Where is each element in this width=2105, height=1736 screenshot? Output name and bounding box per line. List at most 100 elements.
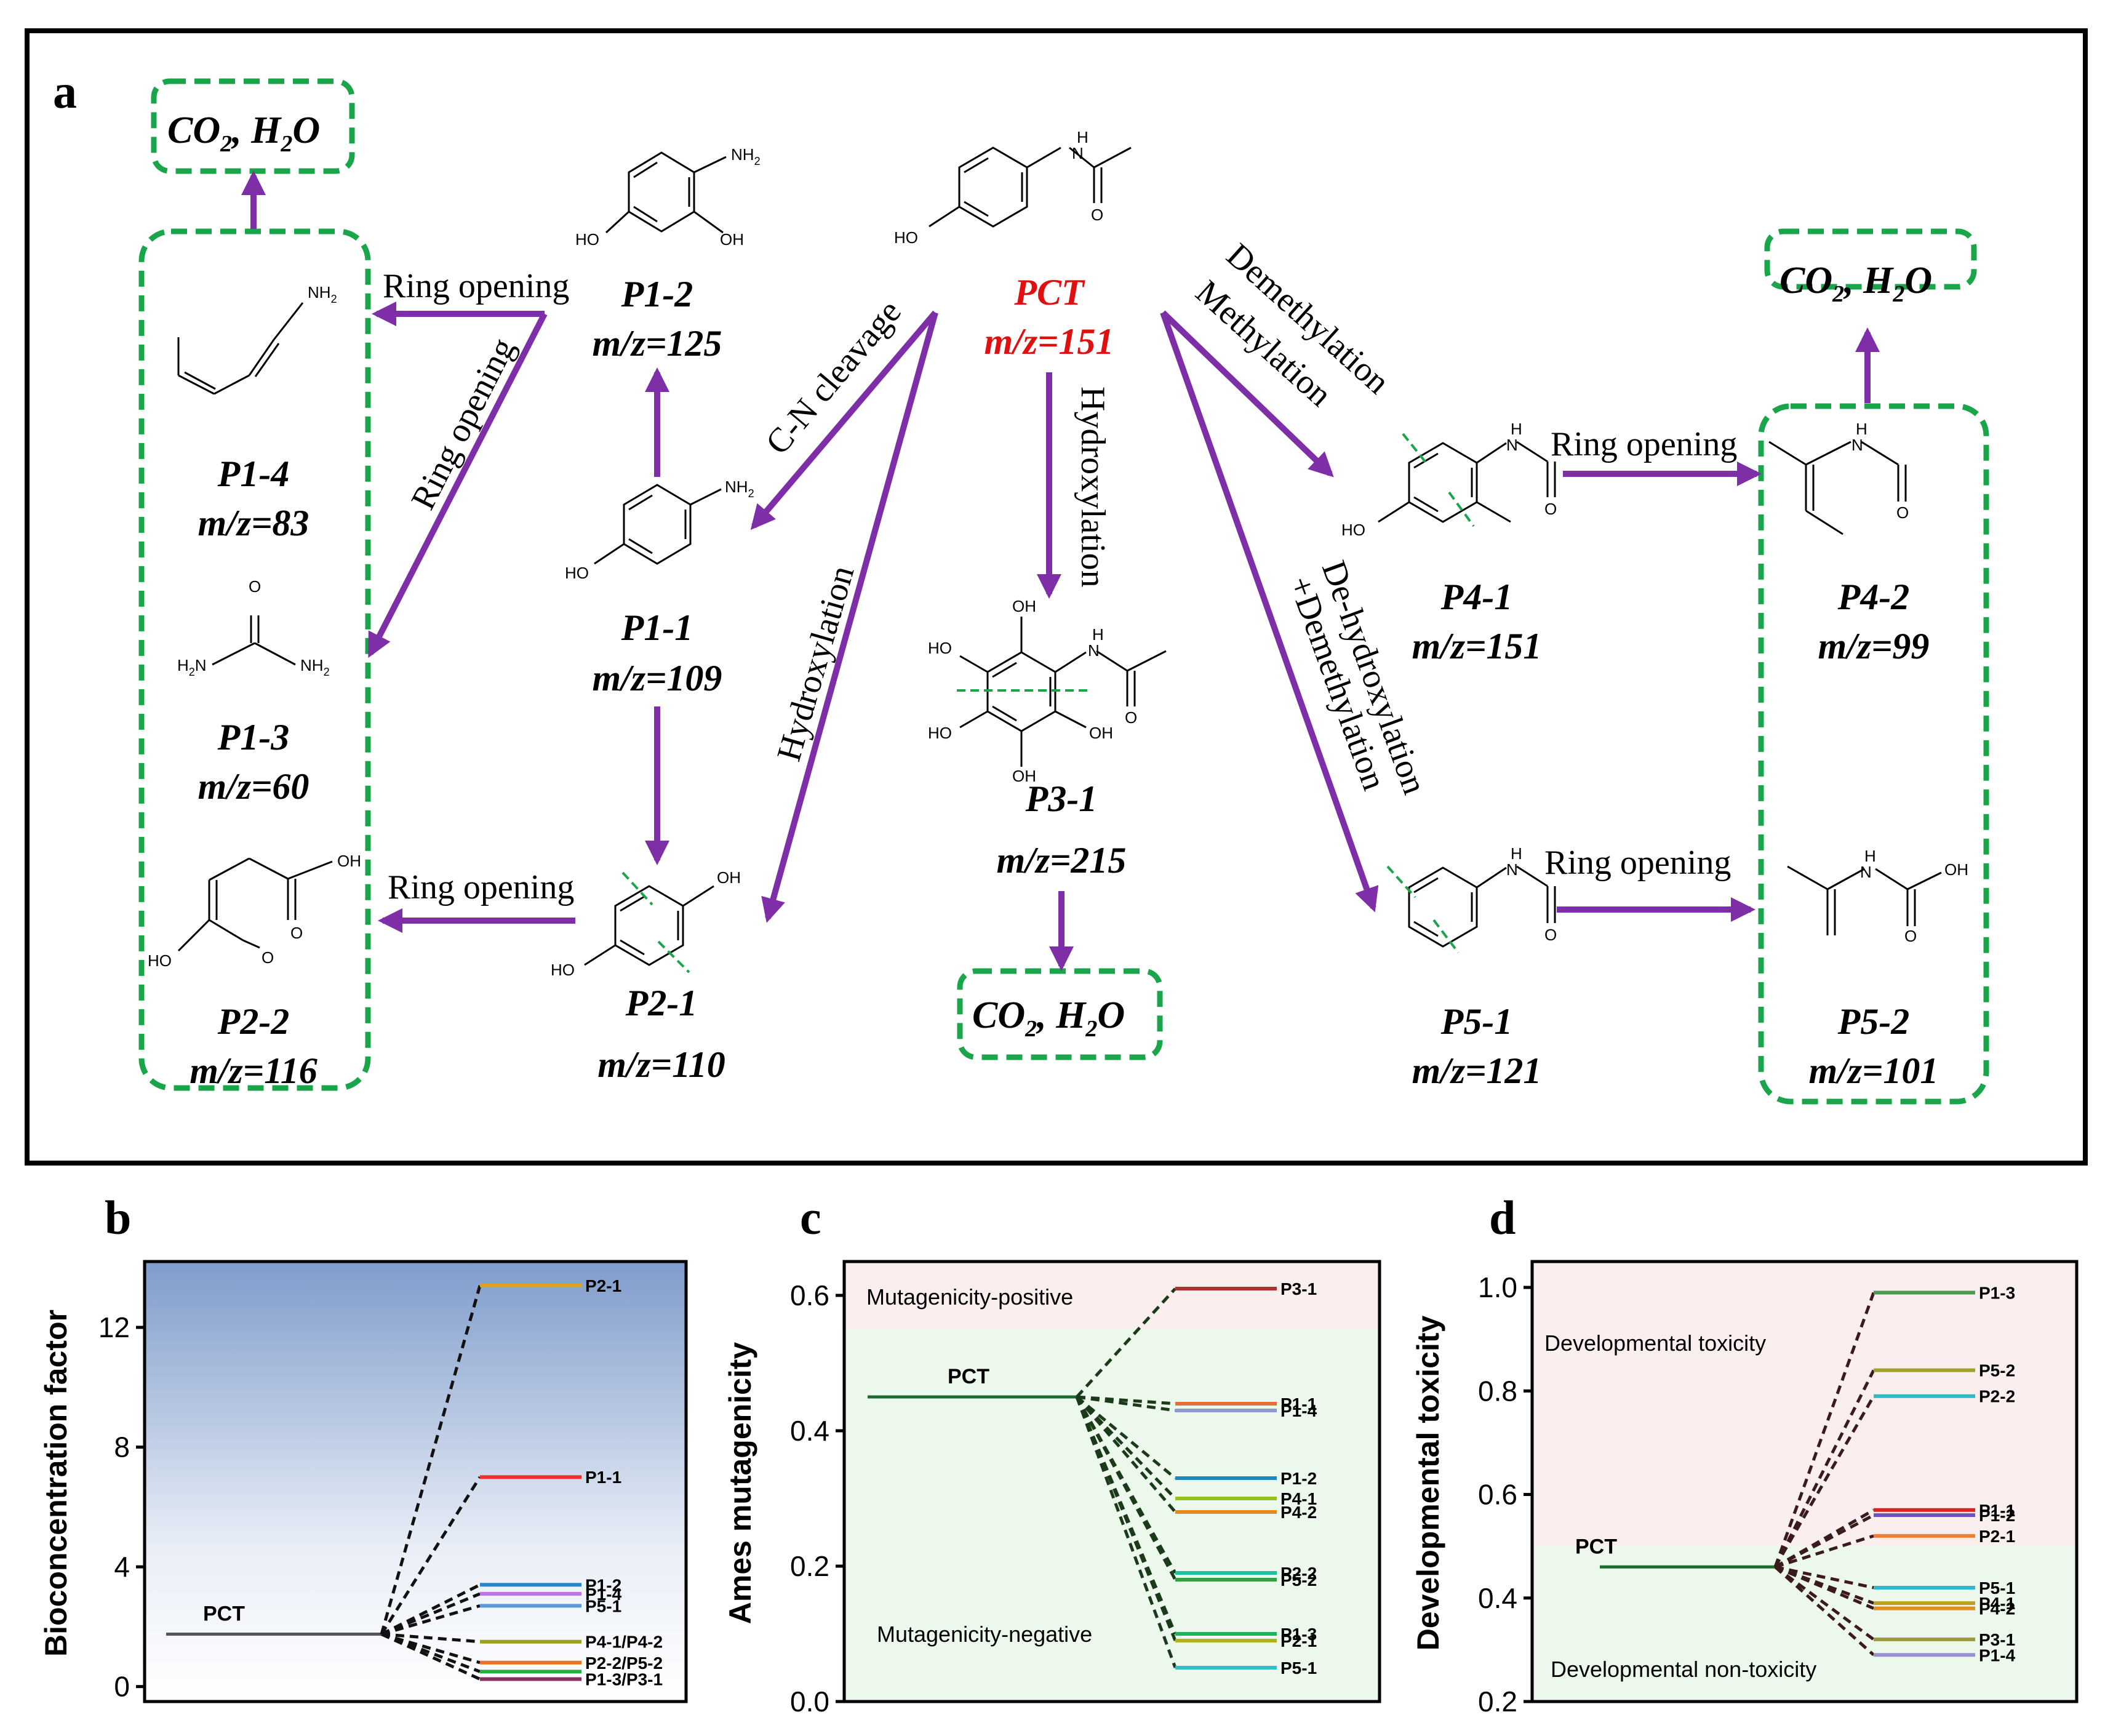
panel-letter-b: b: [105, 1191, 131, 1244]
p2-2-name: P2-2: [217, 1001, 290, 1042]
p1-3-atom-nh2: NH2: [300, 656, 330, 678]
chart-b-frame: [143, 1260, 688, 1703]
connector-p5-1: [1775, 1565, 1874, 1590]
p1-3-atom-o: O: [249, 577, 261, 596]
level-label-p1-4: P1-4: [1280, 1401, 1317, 1420]
panel-letter-c: c: [800, 1191, 821, 1244]
connector-p3-1: [1076, 1287, 1176, 1398]
connector-p4-1: [1076, 1396, 1176, 1500]
connector-p4-1-p4-2: [381, 1633, 481, 1644]
connector-p2-1: [1775, 1534, 1874, 1569]
p3-1-name: P3-1: [1025, 778, 1098, 819]
label-ring-opening-5: Ring opening: [1544, 844, 1731, 882]
ring-opened-products-box-left: [138, 228, 371, 1091]
p2-1-atom-oh: OH: [717, 868, 741, 887]
y-tick-label: 0.8: [1478, 1375, 1517, 1407]
arrow-ring-opening-to-p1-3: [367, 312, 548, 658]
p2-1-atom-ho: HO: [551, 961, 575, 979]
p1-4-atom-nh2: NH2: [308, 283, 337, 305]
pct-atom-o: O: [1091, 206, 1103, 224]
p1-2-atom-oh: OH: [720, 230, 744, 249]
connector-p2-2: [1773, 1395, 1875, 1568]
level-label-p1-3: P1-3: [1979, 1283, 2015, 1302]
connector-p1-3-p3-1: [380, 1633, 481, 1681]
p2-2-atom-oh: OH: [337, 852, 361, 870]
p3-1-atom-oh-right: OH: [1089, 724, 1113, 742]
p1-1-mz: m/z=109: [593, 658, 722, 698]
p1-1-atom-ho: HO: [565, 564, 589, 582]
level-label-p1-2: P1-2: [1280, 1469, 1317, 1488]
level-label-p1-1: P1-1: [1979, 1501, 2015, 1520]
p5-1-atom-o: O: [1544, 926, 1557, 944]
pct-name: PCT: [1013, 272, 1085, 313]
p5-2-mz: m/z=101: [1809, 1050, 1939, 1091]
p1-4-name: P1-4: [217, 454, 290, 494]
arrow-pct-to-p5-1: [1160, 311, 1379, 913]
level-label-p5-1: P5-1: [585, 1596, 621, 1615]
cleavage-mark-p4-1-a: [1402, 433, 1429, 466]
connector-p5-2: [1075, 1396, 1177, 1581]
panel-d: d Developmental toxicity Developmental t…: [1411, 1191, 2079, 1718]
p2-2-atom-o1: O: [290, 924, 303, 942]
level-label-p3-1: P3-1: [1979, 1630, 2015, 1649]
level-label-p5-2: P5-2: [1280, 1570, 1317, 1590]
level-label-p1-4: P1-4: [585, 1585, 622, 1604]
level-label-p2-2: P2-2: [1979, 1387, 2015, 1406]
label-ring-opening-2: Ring opening: [404, 332, 522, 515]
co2-label-center: CO2, H2O: [972, 994, 1125, 1042]
chart-c-positive-zone: [844, 1262, 1380, 1329]
cleavage-mark-p5-1-b: [1432, 919, 1460, 954]
arrow-pct-to-p4-1: [1160, 310, 1334, 478]
chart-b-ylabel: Bioconcentration factor: [39, 1310, 73, 1657]
panel-letter-a: a: [53, 65, 77, 118]
connector-p1-3: [1773, 1292, 1875, 1568]
p1-2-mz: m/z=125: [593, 323, 722, 364]
p1-1-atom-nh2: NH2: [725, 478, 754, 500]
p4-2-atom-o: O: [1896, 503, 1909, 522]
level-label-p2-2-p5-2: P2-2/P5-2: [585, 1654, 663, 1673]
panel-letter-d: d: [1489, 1191, 1516, 1244]
level-label-p1-1: P1-1: [1280, 1394, 1317, 1414]
label-hydroxylation-2: Hydroxylation: [1074, 386, 1112, 588]
p1-4-structure: [177, 302, 304, 395]
y-tick-label: 12: [98, 1311, 130, 1343]
p1-3-name: P1-3: [217, 717, 290, 758]
connector-p1-4: [1774, 1566, 1875, 1657]
level-label-p2-1: P2-1: [585, 1276, 621, 1295]
level-label-p1-2: P1-2: [1979, 1506, 2015, 1525]
p4-2-structure: [1768, 441, 1907, 535]
p3-1-mz: m/z=215: [997, 840, 1127, 881]
chart-d: 0.20.40.60.81.0PCTP1-3P5-2P2-2P1-1P1-2P2…: [1478, 1271, 2016, 1718]
connector-p1-2: [1774, 1513, 1875, 1569]
p1-1-name: P1-1: [621, 607, 693, 648]
p5-1-mz: m/z=121: [1412, 1050, 1542, 1091]
p4-1-atom-ho: HO: [1341, 521, 1365, 539]
connector-p5-1: [381, 1604, 481, 1636]
p5-1-structure: [1408, 865, 1556, 948]
level-label-p2-1: P2-1: [1280, 1631, 1317, 1650]
arrow-pct-to-p1-1: [750, 310, 938, 530]
p4-1-structure: [1378, 441, 1556, 523]
chart-d-ylabel: Developmental toxicity: [1411, 1316, 1445, 1651]
p3-1-atom-ho-2: HO: [928, 724, 952, 742]
pct-atom-ho: HO: [894, 228, 918, 247]
level-label-p1-4: P1-4: [1979, 1646, 2016, 1665]
y-tick-label: 0.4: [790, 1415, 829, 1447]
p3-1-atom-oh-top: OH: [1012, 597, 1036, 615]
p4-2-mz: m/z=99: [1818, 626, 1930, 666]
parent-level-label: PCT: [203, 1602, 245, 1626]
p4-1-name: P4-1: [1440, 577, 1513, 617]
label-ring-opening-1: Ring opening: [383, 267, 569, 305]
pct-structure: [929, 146, 1132, 228]
y-tick-label: 0.0: [790, 1686, 829, 1718]
p2-2-atom-ho: HO: [148, 951, 172, 970]
connector-p2-1: [1075, 1396, 1177, 1641]
level-label-p4-2: P4-2: [1280, 1503, 1317, 1522]
level-label-p4-1-p4-2: P4-1/P4-2: [585, 1633, 663, 1652]
p1-1-structure: [594, 484, 722, 565]
co2-label-left: CO2, H2O: [167, 110, 320, 157]
panel-c: c Ames mutagenicity Mutagenicity-positiv…: [723, 1191, 1381, 1718]
level-label-p5-1: P5-1: [1979, 1578, 2015, 1598]
